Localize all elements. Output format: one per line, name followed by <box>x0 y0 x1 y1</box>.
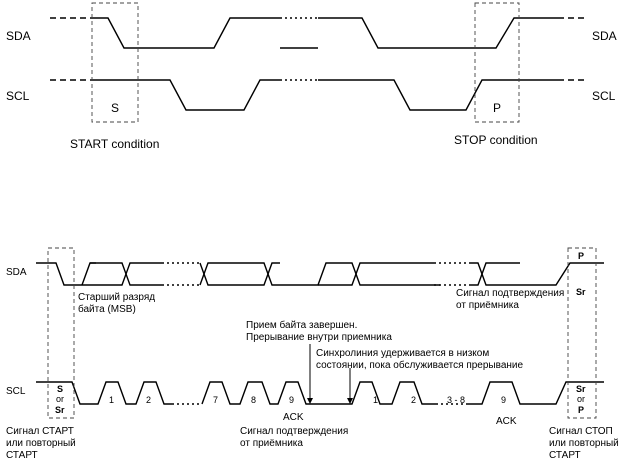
ack-label-left: ACK <box>283 412 304 423</box>
clock-number-2b: 2 <box>411 395 416 405</box>
stop-condition-caption: STOP condition <box>454 133 538 147</box>
clock-number-9: 9 <box>289 395 294 405</box>
stop-box-scl-or: or <box>577 394 585 404</box>
stop-caption-line1: Сигнал СТОП <box>549 426 613 437</box>
msb-note-line1: Старший разряд <box>78 292 155 303</box>
start-caption-line1: Сигнал СТАРТ <box>6 426 74 437</box>
start-mark: S <box>111 101 119 115</box>
ack-label-right: ACK <box>496 416 517 427</box>
clock-hold-note-line1: Синхролиния удерживается в низком <box>316 348 489 359</box>
byte-received-arrowhead <box>307 398 313 404</box>
ack-caption-center-line2: от приёмника <box>240 438 303 449</box>
bottom-sda-label: SDA <box>6 267 27 278</box>
stop-box-scl-sr: Sr <box>576 384 586 394</box>
clock-number-9b: 9 <box>501 395 506 405</box>
start-box-or: or <box>56 394 64 404</box>
bottom-scl-waveform <box>36 381 604 405</box>
start-caption-line3: СТАРТ <box>6 450 38 461</box>
start-condition-caption: START condition <box>70 137 159 151</box>
start-caption-line2: или повторный <box>6 438 76 449</box>
top-start-stop-diagram: SDA SDA SCL SCL S P START condition STOP… <box>6 2 617 151</box>
bottom-sda-waveform <box>36 262 604 286</box>
bottom-transfer-diagram: SDA SCL Старший разряд байта (MSB) Сигна… <box>6 247 619 461</box>
clock-number-2: 2 <box>146 395 151 405</box>
ack-receiver-right-line2: от приёмника <box>456 300 519 311</box>
stop-box-sr: Sr <box>576 287 586 297</box>
start-box-sr: Sr <box>55 405 65 415</box>
clock-hold-note-line2: состоянии, пока обслуживается прерывание <box>316 359 523 371</box>
stop-mark: P <box>493 101 501 115</box>
byte-received-note-line1: Прием байта завершен. <box>246 319 357 331</box>
top-sda-label-left: SDA <box>6 29 31 43</box>
clock-number-1: 1 <box>109 395 114 405</box>
stop-caption-line2: или повторный <box>549 438 619 449</box>
bottom-stop-box <box>567 247 597 419</box>
clock-number-8: 8 <box>251 395 256 405</box>
clock-hold-arrowhead <box>347 398 353 404</box>
clock-number-1b: 1 <box>373 395 378 405</box>
start-box-s: S <box>57 384 63 394</box>
start-condition-box <box>91 2 139 123</box>
bottom-scl-label: SCL <box>6 386 26 397</box>
top-sda-label-right: SDA <box>592 29 617 43</box>
top-scl-waveform <box>50 79 584 111</box>
stop-box-p: P <box>578 251 584 261</box>
top-sda-waveform <box>50 17 584 49</box>
stop-box-scl-p: P <box>578 405 584 415</box>
stop-condition-box <box>474 2 520 123</box>
stop-caption-line3: СТАРТ <box>549 450 581 461</box>
clock-number-7: 7 <box>213 395 218 405</box>
ack-caption-center-line1: Сигнал подтверждения <box>240 426 348 437</box>
top-scl-label-right: SCL <box>592 89 616 103</box>
byte-received-note-line2: Прерывание внутри приемника <box>246 332 392 343</box>
msb-note-line2: байта (MSB) <box>78 303 136 315</box>
clock-number-3-8: 3 - 8 <box>447 395 465 405</box>
top-scl-label-left: SCL <box>6 89 30 103</box>
ack-receiver-right-line1: Сигнал подтверждения <box>456 288 564 299</box>
